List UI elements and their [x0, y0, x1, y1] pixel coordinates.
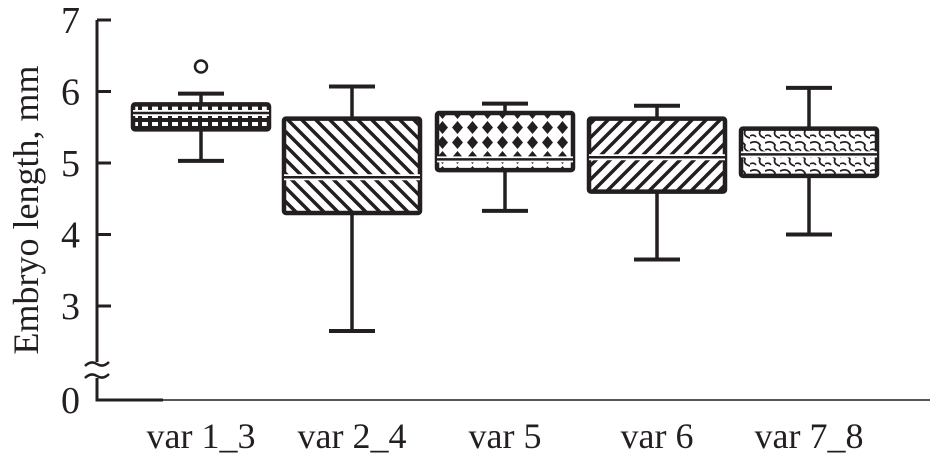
x-category-label: var 1_3: [147, 416, 256, 456]
axes: 0 3 4 5 6 7: [61, 0, 930, 422]
x-category-label: var 7_8: [755, 416, 864, 456]
box-var-1-3: var 1_3: [130, 59, 272, 456]
box-var-5: var 5: [434, 101, 576, 456]
y-tick-label: 6: [61, 72, 80, 114]
x-category-label: var 5: [469, 416, 542, 456]
y-axis-label: Embryo length, mm: [6, 66, 46, 355]
y-tick-label: 5: [61, 143, 80, 185]
y-tick-label: 0: [61, 380, 80, 422]
x-category-label: var 2_4: [298, 416, 407, 456]
box-marks: var 1_3 var 2_4 var 5 var 6 var 7_8: [130, 59, 880, 456]
iqr-box: [281, 116, 423, 216]
y-tick-label: 7: [61, 0, 80, 42]
x-category-label: var 6: [621, 416, 694, 456]
y-axis-line: [95, 20, 163, 402]
iqr-box: [130, 102, 272, 132]
box-var-2-4: var 2_4: [281, 84, 423, 456]
box-var-6: var 6: [586, 103, 728, 456]
y-tick-label: 3: [61, 286, 80, 328]
box-var-7-8: var 7_8: [738, 85, 880, 456]
iqr-box: [434, 110, 576, 173]
y-tick-label: 4: [61, 215, 80, 257]
axis-break-mark: [84, 361, 110, 379]
outlier-point: [193, 59, 209, 74]
